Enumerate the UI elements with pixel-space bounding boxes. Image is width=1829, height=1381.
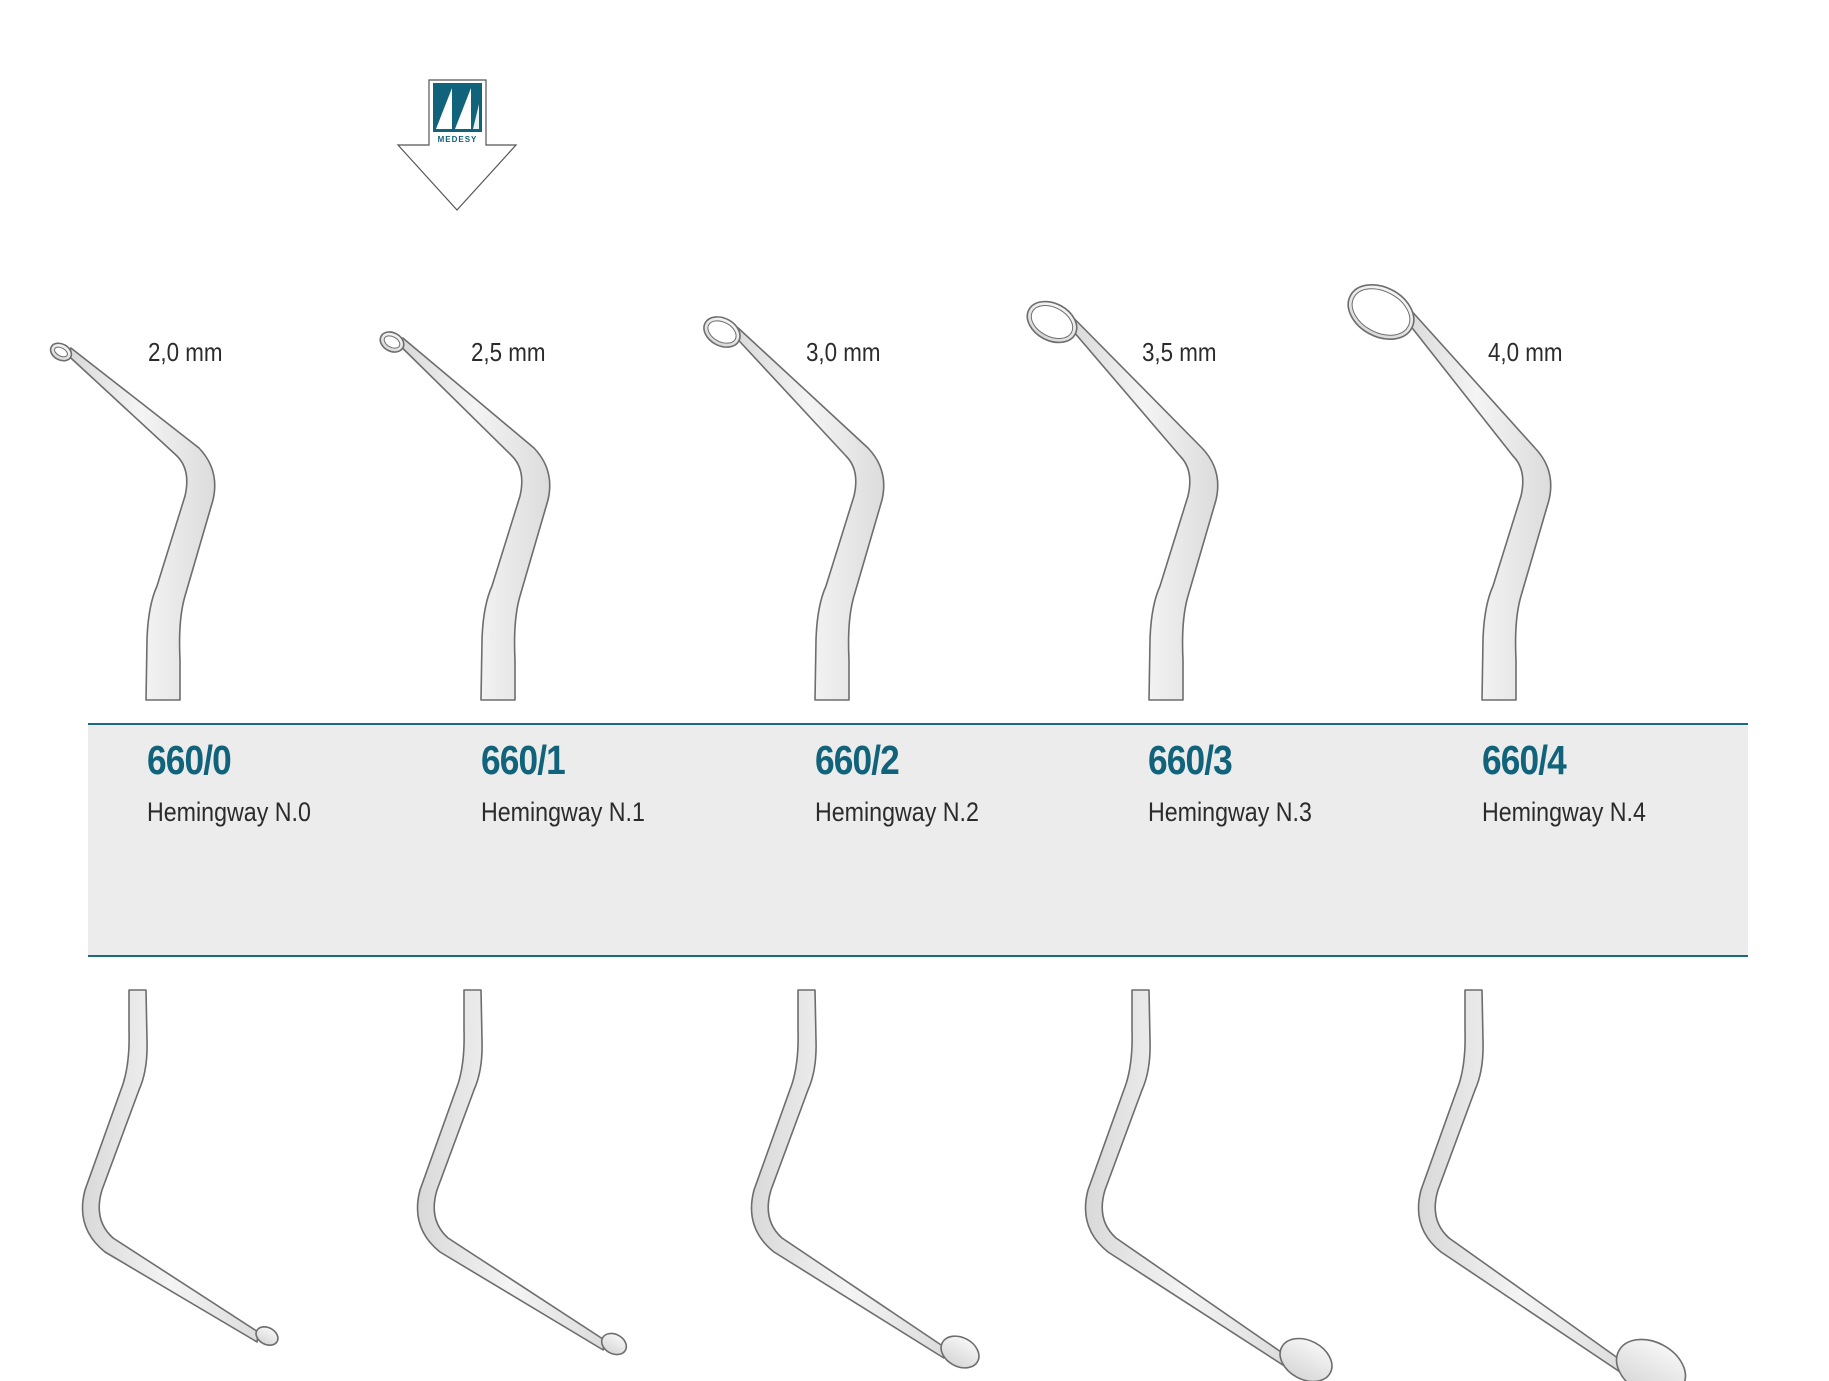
product-model: Hemingway N.0	[147, 797, 311, 827]
instrument-shank	[1068, 317, 1219, 701]
product-model: Hemingway N.4	[1482, 797, 1646, 827]
instrument-upper-end	[1347, 284, 1552, 701]
instrument-lower-end	[750, 989, 980, 1369]
instrument-upper-ends	[49, 284, 1552, 701]
instrument-tip-cup	[1351, 288, 1411, 336]
product-code: 660/1	[481, 737, 566, 783]
medesy-logo-arrow-icon: MEDESY	[396, 79, 518, 211]
instrument-lower-end	[81, 989, 279, 1346]
product-band	[88, 723, 1748, 957]
tip-size-label: 3,5 mm	[1142, 337, 1217, 367]
instrument-lower-ends	[81, 989, 1687, 1381]
product-model: Hemingway N.2	[815, 797, 979, 827]
instrument-tip-cup	[707, 320, 737, 344]
instrument-upper-end	[49, 342, 216, 701]
instrument-lower-end	[1417, 989, 1687, 1381]
instrument-tip	[1615, 1338, 1687, 1381]
instrument-lower-end	[416, 989, 628, 1356]
instrument-tip-cup	[1030, 304, 1074, 340]
instrument-tip	[600, 1332, 628, 1356]
instrument-shank	[416, 989, 606, 1351]
instrument-shank	[81, 989, 259, 1343]
product-model: Hemingway N.3	[1148, 797, 1312, 827]
instrument-tip-cup	[383, 335, 401, 349]
product-code: 660/3	[1148, 737, 1233, 783]
medesy-logo-text: MEDESY	[438, 135, 478, 144]
product-code: 660/4	[1482, 737, 1567, 783]
instrument-shank	[1417, 989, 1627, 1375]
instrument-upper-end	[379, 331, 551, 701]
product-model: Hemingway N.1	[481, 797, 645, 827]
instrument-shank	[399, 337, 551, 701]
tip-size-label: 3,0 mm	[806, 337, 881, 367]
instrument-tip	[255, 1326, 279, 1346]
tip-size-label: 4,0 mm	[1488, 337, 1563, 367]
instrument-shank	[67, 347, 216, 701]
instrument-shank	[750, 989, 947, 1359]
instrument-shank	[1084, 989, 1288, 1367]
instrument-lower-end	[1084, 989, 1333, 1381]
instrument-shank	[1401, 307, 1552, 701]
instrument-tip	[940, 1335, 980, 1369]
instrument-shank	[733, 327, 885, 701]
instrument-upper-end	[1026, 300, 1219, 701]
tip-size-label: 2,5 mm	[471, 337, 546, 367]
tip-size-label: 2,0 mm	[148, 337, 223, 367]
product-code: 660/2	[815, 737, 900, 783]
instrument-tip	[1279, 1337, 1333, 1381]
product-code: 660/0	[147, 737, 232, 783]
instrument-tip-cup	[54, 346, 68, 358]
instrument-upper-end	[703, 316, 885, 701]
